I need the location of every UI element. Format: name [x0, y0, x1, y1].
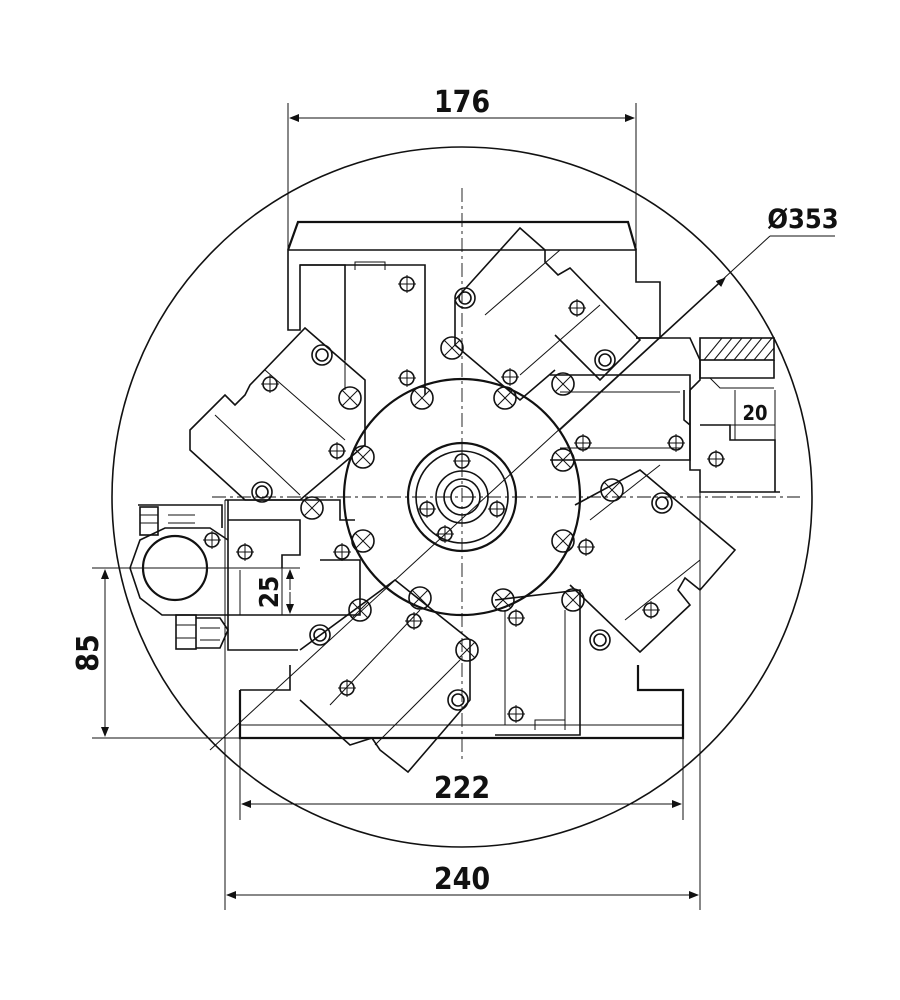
dim-text-85: 85 [71, 634, 106, 672]
dimension-25: 25 [255, 567, 300, 616]
dim-text-diameter: Ø353 [767, 204, 838, 235]
index-disk [342, 377, 582, 617]
dimension-20: 20 [730, 390, 776, 440]
dimension-222: 222 [239, 738, 684, 820]
dim-text-240: 240 [434, 862, 490, 897]
left-coupling [129, 504, 229, 650]
dim-text-176: 176 [434, 85, 490, 120]
dimension-85: 85 [71, 567, 240, 739]
swing-circle [111, 146, 813, 848]
right-hatched-block [683, 337, 775, 426]
dimension-diameter: Ø353 [209, 204, 839, 751]
mounting-holes [202, 274, 726, 724]
dim-text-25: 25 [255, 576, 285, 609]
dim-text-20: 20 [742, 401, 767, 425]
dimension-176: 176 [287, 85, 637, 250]
turret-housing [227, 220, 780, 740]
flange [406, 441, 518, 553]
dim-text-222: 222 [434, 771, 490, 806]
dimension-240: 240 [224, 492, 701, 910]
